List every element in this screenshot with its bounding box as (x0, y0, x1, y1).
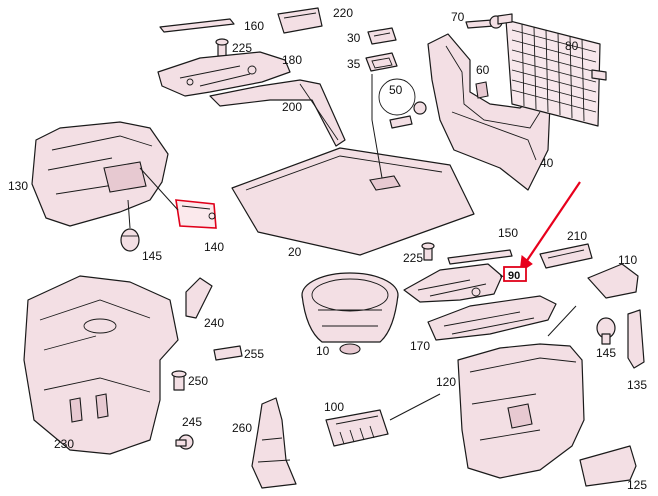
part-250-plug[interactable] (171, 370, 187, 391)
part-70-screw[interactable] (465, 15, 503, 29)
callout-180: 180 (282, 53, 302, 67)
part-10-wheel-well[interactable] (301, 272, 399, 355)
callout-50: 50 (389, 83, 403, 97)
part-130-side-trim[interactable] (31, 121, 169, 227)
part-260-jack-holder[interactable] (251, 397, 297, 489)
part-220-cover[interactable] (277, 7, 323, 34)
callout-125: 125 (627, 478, 647, 492)
part-125-bracket[interactable] (579, 445, 637, 487)
part-30-cover[interactable] (367, 27, 397, 45)
part-145-clip-right[interactable] (596, 317, 616, 345)
callout-70: 70 (451, 10, 465, 24)
callout-110: 110 (618, 253, 637, 267)
part-120-side-panel[interactable] (457, 343, 585, 479)
part-20-floor-mat[interactable] (231, 147, 475, 256)
part-35-frame[interactable] (365, 52, 398, 72)
callout-170: 170 (410, 339, 430, 353)
part-210-cover[interactable] (539, 243, 593, 269)
callout-200: 200 (282, 100, 302, 114)
part-240-bracket[interactable] (185, 277, 213, 319)
part-135-side-strip[interactable] (627, 309, 645, 369)
callout-40: 40 (540, 156, 554, 170)
callout-150: 150 (498, 226, 518, 240)
part-100-storage-box[interactable] (325, 409, 389, 447)
callout-225-center: 225 (403, 251, 423, 265)
callout-220: 220 (333, 6, 353, 20)
part-110-cap[interactable] (587, 263, 639, 299)
part-160-trim-strip[interactable] (159, 18, 235, 33)
callout-255: 255 (244, 347, 264, 361)
part-245-fastener[interactable] (175, 434, 194, 450)
highlight-callout-box[interactable]: 90 (503, 266, 527, 282)
callout-130: 130 (8, 179, 28, 193)
callout-240: 240 (204, 316, 224, 330)
callout-20: 20 (288, 245, 302, 259)
part-170-lower-trim[interactable] (427, 295, 557, 341)
part-225-clip-center[interactable] (421, 242, 435, 261)
callout-230: 230 (54, 437, 74, 451)
callout-160: 160 (244, 19, 264, 33)
callout-135: 135 (627, 378, 647, 392)
callout-250: 250 (188, 374, 208, 388)
callout-260: 260 (232, 421, 252, 435)
callout-100: 100 (324, 400, 344, 414)
callout-30: 30 (347, 31, 361, 45)
part-150-strip[interactable] (447, 249, 513, 265)
callout-145-left: 145 (142, 249, 162, 263)
callout-35: 35 (347, 57, 361, 71)
callout-245: 245 (182, 415, 202, 429)
part-140-access-cover[interactable] (175, 199, 217, 229)
highlight-callout-label: 90 (508, 270, 520, 282)
callout-60: 60 (476, 63, 490, 77)
part-145-clip-left[interactable] (120, 228, 140, 252)
part-230-wheel-housing[interactable] (23, 275, 179, 455)
part-200-pillar-trim[interactable] (209, 79, 346, 147)
part-225-clip-top[interactable] (215, 38, 229, 57)
callout-210: 210 (567, 229, 587, 243)
callout-80: 80 (565, 39, 579, 53)
part-255-tag[interactable] (213, 345, 243, 361)
callout-10: 10 (316, 344, 330, 358)
callout-140: 140 (204, 240, 224, 254)
part-50-fastener[interactable] (378, 78, 427, 129)
part-180-trim-panel[interactable] (157, 51, 291, 97)
part-90-sill-trim[interactable] (403, 263, 503, 303)
callout-120: 120 (436, 375, 456, 389)
callout-225-top: 225 (232, 41, 252, 55)
callout-145-right: 145 (596, 346, 616, 360)
part-80-cargo-net[interactable] (497, 13, 607, 127)
